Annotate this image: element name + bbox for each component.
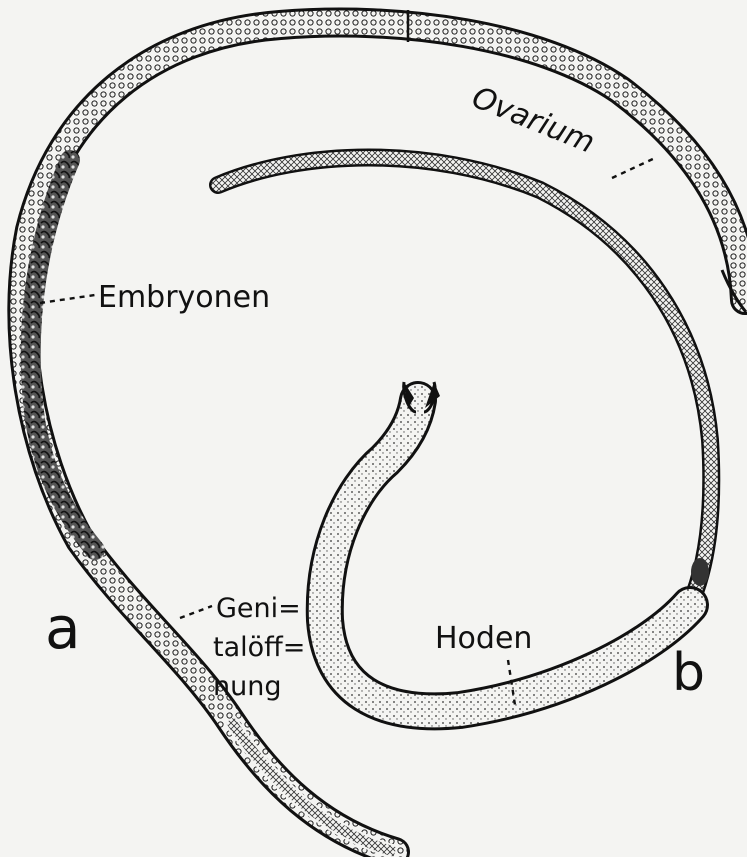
female-worm-a xyxy=(22,10,746,852)
label-genital-line-1: Geni= xyxy=(216,593,301,624)
figure-label-b: b xyxy=(672,643,705,703)
label-hoden: Hoden xyxy=(435,621,532,656)
label-embryonen: Embryonen xyxy=(98,280,270,315)
leader-genital xyxy=(180,606,212,618)
leader-embryonen xyxy=(40,295,95,303)
figure-label-a: a xyxy=(45,594,81,662)
label-ovarium: Ovarium xyxy=(467,80,599,161)
leader-ovarium xyxy=(612,158,655,178)
label-genital-line-3: nung xyxy=(213,671,281,702)
label-genital-line-2: talöff= xyxy=(213,632,305,663)
